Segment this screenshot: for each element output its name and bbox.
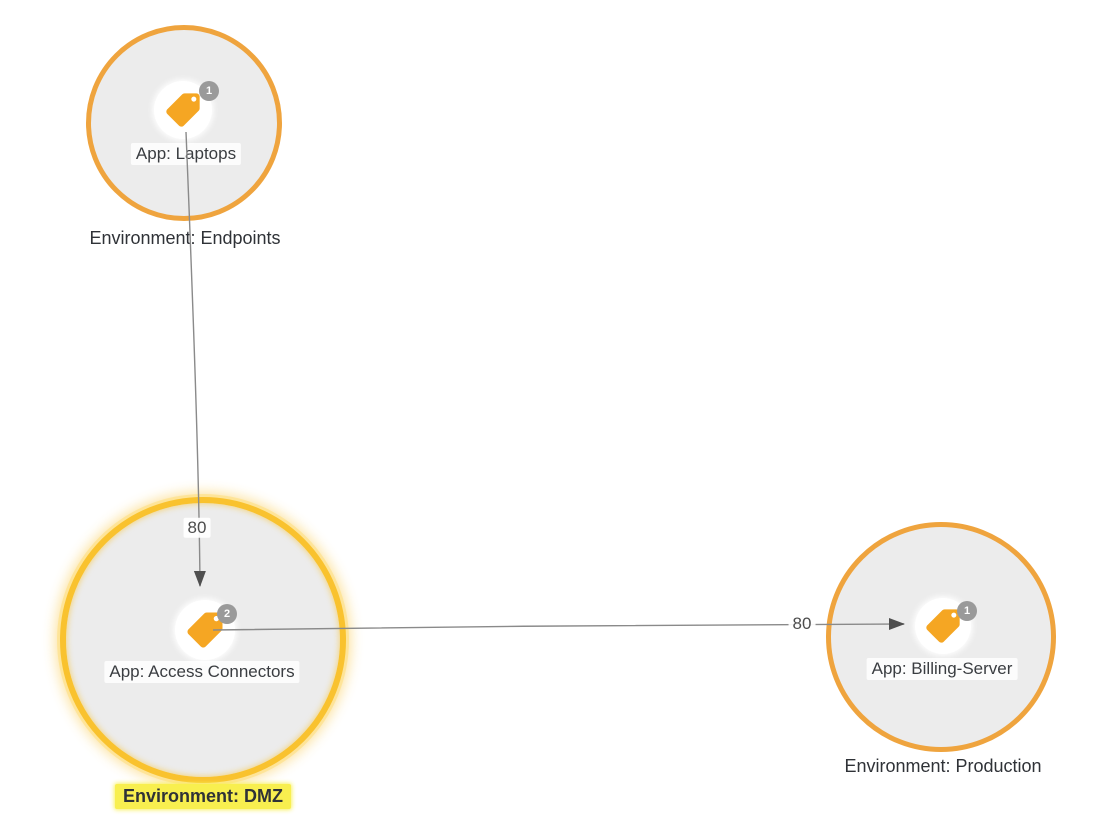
workload-count-badge: 1 [957, 601, 977, 621]
node-app-laptops[interactable]: 1 App: Laptops Environment: Endpoints [86, 25, 282, 248]
app-label[interactable]: App: Access Connectors [104, 661, 300, 683]
environment-circle-endpoints [86, 25, 282, 221]
environment-label[interactable]: Environment: Endpoints [89, 228, 281, 248]
app-icon-wrap: 1 [154, 81, 219, 139]
tag-icon [187, 612, 223, 648]
edge-port-label[interactable]: 80 [788, 613, 816, 635]
node-app-billing-server[interactable]: 1 App: Billing-Server Environment: Produ… [826, 522, 1056, 776]
app-label[interactable]: App: Laptops [130, 143, 242, 165]
edge-port-label[interactable]: 80 [183, 517, 211, 539]
workload-count-badge: 1 [199, 81, 219, 101]
tag-icon [166, 93, 200, 127]
node-app-access-connectors[interactable]: 2 App: Access Connectors Environment: DM… [60, 497, 346, 809]
workload-count-badge: 2 [217, 604, 237, 624]
app-label[interactable]: App: Billing-Server [866, 658, 1018, 680]
environment-label[interactable]: Environment: Production [844, 756, 1042, 776]
environment-label-highlighted[interactable]: Environment: DMZ [115, 784, 291, 809]
app-icon-wrap: 1 [915, 598, 977, 654]
environment-circle-production [826, 522, 1056, 752]
tag-icon [926, 609, 960, 643]
app-icon-wrap: 2 [175, 600, 237, 660]
